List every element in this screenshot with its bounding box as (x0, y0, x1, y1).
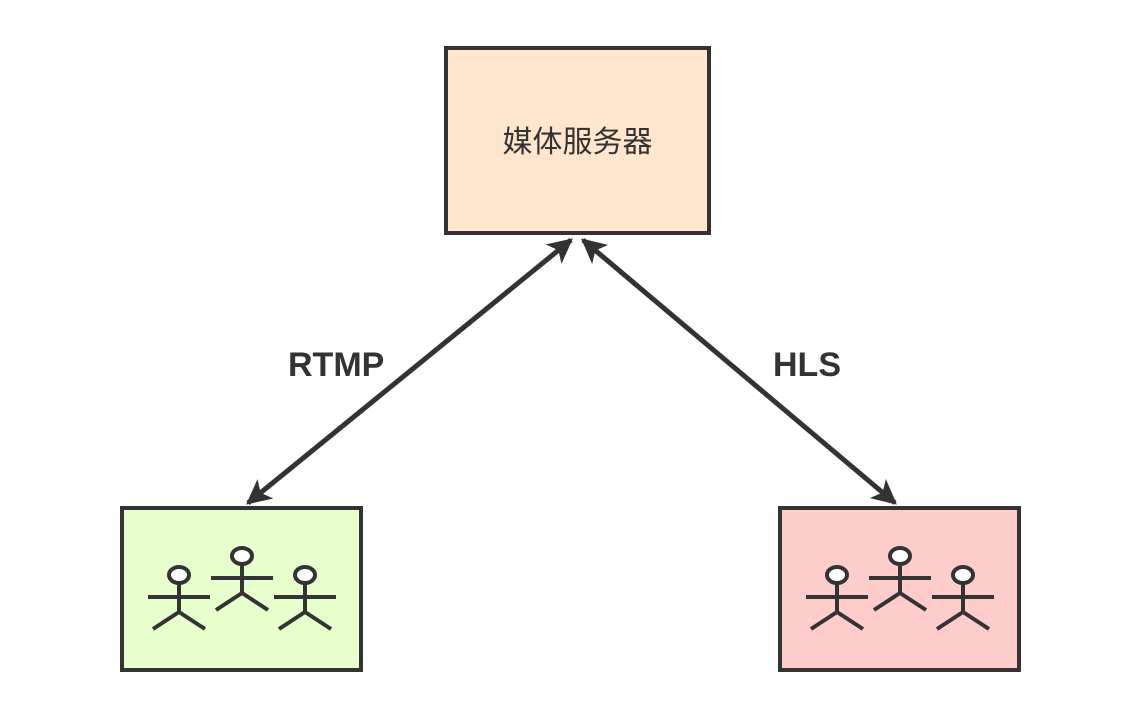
user-icon (932, 565, 994, 631)
media-server-box (444, 46, 711, 235)
hls-clients-node[interactable] (778, 506, 1021, 672)
media-server-node[interactable]: 媒体服务器 (444, 46, 711, 235)
user-icon (211, 546, 273, 612)
hls-label: HLS (773, 346, 841, 384)
user-icon (806, 565, 868, 631)
user-icon (148, 565, 210, 631)
rtmp-edge (246, 238, 573, 505)
media-server-label: 媒体服务器 (503, 125, 653, 160)
rtmp-clients-node[interactable] (120, 506, 363, 672)
hls-edge (581, 238, 897, 505)
rtmp-label: RTMP (288, 346, 384, 384)
user-icon (869, 546, 931, 612)
user-icon (274, 565, 336, 631)
